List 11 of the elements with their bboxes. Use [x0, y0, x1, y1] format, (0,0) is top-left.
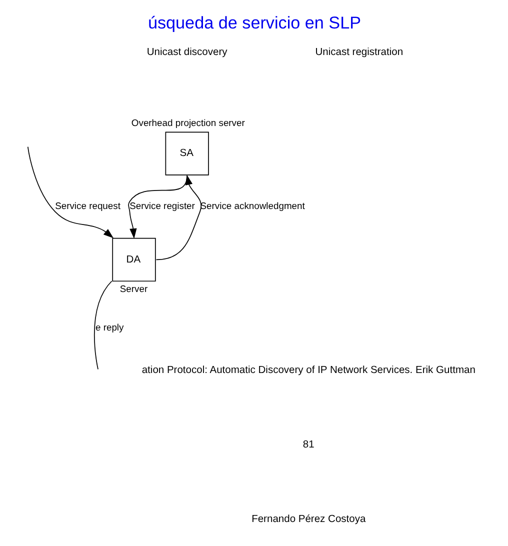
- edge-label: Service request: [54, 200, 120, 212]
- edge-label: e reply: [94, 322, 124, 333]
- label: Unicast discovery: [146, 47, 227, 58]
- node-label: Server: [119, 283, 148, 294]
- node-label: Overhead projection server: [130, 117, 244, 128]
- label: ation Protocol: Automatic Discovery of IP Network Services. Erik Guttman: [141, 364, 475, 376]
- edge-label: Service register: [129, 200, 194, 212]
- label: 81: [302, 439, 314, 450]
- label: Fernando Pérez Costoya: [251, 514, 366, 525]
- label: Unicast registration: [314, 47, 403, 58]
- diagram-title: úsqueda de servicio en SLP: [147, 14, 361, 33]
